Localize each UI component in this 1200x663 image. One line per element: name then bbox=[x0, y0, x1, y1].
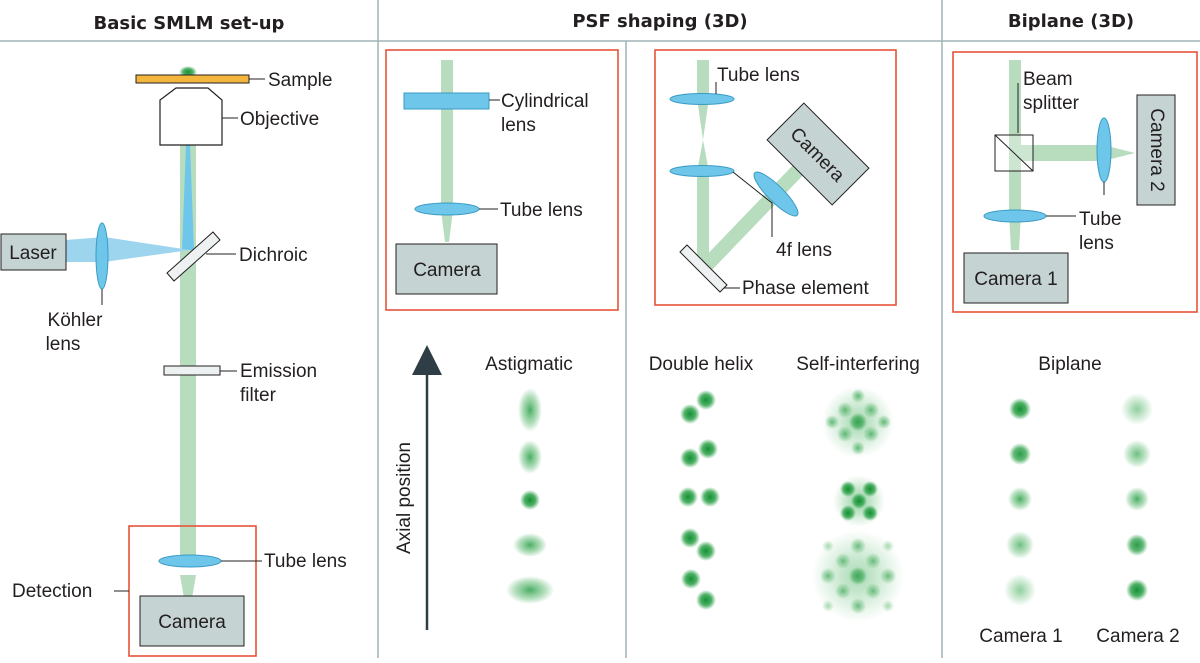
header-biplane: Biplane (3D) bbox=[1008, 11, 1134, 32]
header-basic: Basic SMLM set-up bbox=[94, 13, 285, 34]
emission-beam-focus bbox=[180, 575, 196, 610]
bp-cam1-psf-5 bbox=[1004, 574, 1036, 606]
camera2-label: Camera 2 bbox=[1146, 108, 1167, 191]
bp-cam2-psf-2 bbox=[1123, 440, 1151, 468]
camera1-label: Camera 1 bbox=[974, 269, 1057, 290]
dichroic-mirror bbox=[166, 231, 221, 282]
objective-shape bbox=[159, 87, 223, 146]
bp-cam1-psf-3 bbox=[1008, 487, 1032, 511]
astig-box bbox=[385, 49, 619, 311]
bp-cam2-psf-5 bbox=[1126, 579, 1148, 601]
sample-label: Sample bbox=[268, 70, 332, 91]
basic-tube-label: Tube lens bbox=[264, 551, 347, 572]
axial-label: Axial position bbox=[394, 442, 415, 554]
astig-camera-label: Camera bbox=[413, 260, 481, 281]
bp-cam2-psf-3 bbox=[1125, 487, 1149, 511]
dh-psf-1 bbox=[680, 390, 716, 424]
biplane-setup: Beam splitter Camera 2 Tube lens Camera … bbox=[952, 51, 1198, 313]
camera1-box bbox=[963, 252, 1069, 304]
emission-filter bbox=[163, 365, 221, 376]
emission-label-1: Emission bbox=[240, 361, 317, 382]
astigmatic-setup: Cylindrical lens Tube lens Camera bbox=[385, 49, 619, 311]
double-helix-title: Double helix bbox=[649, 354, 754, 375]
beam-splitter-diagonal bbox=[994, 134, 1034, 172]
biplane-beam-horizontal bbox=[1021, 145, 1135, 161]
cyl-label-1: Cylindrical bbox=[501, 91, 589, 112]
bp-cam2-psf-4 bbox=[1126, 534, 1148, 556]
astig-psf-4 bbox=[513, 533, 547, 557]
biplane-tube-label-2: lens bbox=[1079, 233, 1114, 254]
dh-psf-3 bbox=[678, 487, 720, 507]
cylindrical-lens bbox=[403, 92, 490, 110]
basic-camera bbox=[139, 595, 245, 647]
fourf-lens-1 bbox=[669, 165, 735, 177]
fourf-lens-leader bbox=[732, 171, 773, 237]
emission-label-2: filter bbox=[240, 385, 277, 406]
fourf-tube-label: Tube lens bbox=[717, 65, 800, 86]
fourf-lens-label: 4f lens bbox=[776, 240, 832, 261]
astig-tube-lens bbox=[414, 202, 480, 216]
astig-tube-label: Tube lens bbox=[500, 200, 583, 221]
astig-psf-5 bbox=[506, 576, 554, 604]
laser-box bbox=[0, 233, 67, 271]
basic-setup: Sample Objective Laser Köhler lens Dichr… bbox=[0, 66, 347, 657]
dh-psf-5 bbox=[681, 569, 716, 610]
bp-cam2-psf-1 bbox=[1121, 393, 1153, 425]
biplane-camera1-title: Camera 1 bbox=[979, 626, 1062, 647]
detection-label: Detection bbox=[12, 581, 92, 602]
beam-label-1: Beam bbox=[1023, 69, 1073, 90]
fourf-box bbox=[654, 49, 897, 306]
biplane-camera2-title: Camera 2 bbox=[1096, 626, 1179, 647]
biplane-tube-label-1: Tube bbox=[1079, 209, 1122, 230]
si-psf-3 bbox=[812, 530, 904, 622]
cyl-label-2: lens bbox=[501, 115, 536, 136]
phase-label: Phase element bbox=[742, 278, 869, 299]
kohler-lens bbox=[95, 222, 109, 290]
basic-tube-lens bbox=[158, 554, 222, 568]
fourf-lens-2 bbox=[753, 171, 799, 217]
kohler-label-1: Köhler bbox=[48, 310, 104, 331]
astig-psf-3 bbox=[520, 490, 540, 510]
biplane-lens-2 bbox=[1096, 117, 1112, 183]
fourf-setup: Tube lens 4f lens Camera Phase element bbox=[654, 49, 897, 306]
self-interfering-title: Self-interfering bbox=[796, 354, 920, 375]
basic-camera-label: Camera bbox=[158, 612, 226, 633]
astig-camera bbox=[395, 243, 498, 295]
phase-element bbox=[679, 244, 728, 293]
psf-section: Axial position Astigmatic Double helix S… bbox=[394, 345, 1180, 647]
kohler-label-2: lens bbox=[46, 334, 81, 355]
bp-cam1-psf-4 bbox=[1006, 531, 1034, 559]
dichroic-label: Dichroic bbox=[239, 245, 308, 266]
si-psf-1 bbox=[822, 386, 894, 458]
header-psf: PSF shaping (3D) bbox=[572, 11, 747, 32]
dh-psf-2 bbox=[680, 439, 718, 468]
beam-label-2: splitter bbox=[1023, 93, 1080, 114]
bp-cam1-psf-1 bbox=[1009, 398, 1031, 420]
objective-label: Objective bbox=[240, 109, 319, 130]
camera2-box bbox=[1136, 94, 1176, 206]
laser-beam bbox=[66, 237, 190, 262]
astigmatic-title: Astigmatic bbox=[485, 354, 573, 375]
biplane-box bbox=[952, 51, 1198, 313]
astig-psf-1 bbox=[518, 388, 542, 432]
fourf-beam-vertical bbox=[697, 60, 709, 265]
biplane-tube-lens bbox=[983, 209, 1047, 223]
sample-slide bbox=[135, 74, 250, 84]
biplane-title: Biplane bbox=[1038, 354, 1101, 375]
bp-cam1-psf-2 bbox=[1009, 443, 1031, 465]
excitation-beam-objective bbox=[182, 145, 194, 250]
fourf-camera-box bbox=[766, 102, 870, 206]
si-psf-2 bbox=[833, 475, 885, 527]
dh-psf-4 bbox=[680, 528, 716, 561]
astig-psf-2 bbox=[518, 440, 542, 474]
fourf-tube-lens bbox=[669, 93, 735, 105]
laser-label: Laser bbox=[9, 243, 57, 264]
